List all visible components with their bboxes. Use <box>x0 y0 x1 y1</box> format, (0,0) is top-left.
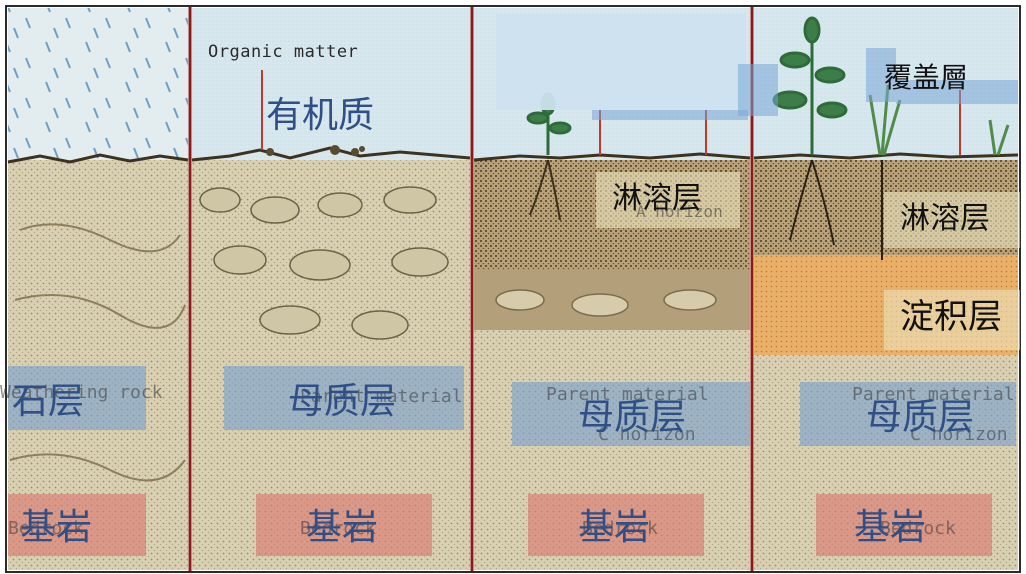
a-horizon-label-en-3: A horizon <box>636 202 723 221</box>
sky-strip-panel-3 <box>592 110 748 120</box>
parent-material-label-zh-3: 母质层 <box>578 397 687 438</box>
organic-matter-label-zh: 有机质 <box>266 95 375 136</box>
leaching-highlight-3 <box>596 172 740 228</box>
cover-layer-label-zh: 覆盖層 <box>884 61 969 94</box>
diagram-border <box>5 5 1021 573</box>
leaching-highlight-4 <box>884 192 1020 248</box>
weathering-rock-label-en: Weathering rock <box>0 382 163 403</box>
parent-material-highlight-4 <box>800 382 1016 446</box>
weathering-rock-label-zh: 石层 <box>12 381 85 422</box>
cover-label-highlight-b <box>896 80 1018 104</box>
bedrock-label-en-2: Bedrock <box>300 518 376 539</box>
cover-label-highlight-a <box>866 48 896 102</box>
parent-material-label-en-2: Parent material <box>300 386 463 407</box>
weathering-rock-highlight <box>8 366 146 430</box>
bedrock-highlight-1 <box>8 494 146 556</box>
bedrock-label-en-3: Bedrock <box>582 518 658 539</box>
sky-mask-panel-3 <box>496 14 746 110</box>
c-horizon-label-en-4: C horizon <box>910 424 1008 445</box>
bedrock-label-en-4: Bedrock <box>880 518 956 539</box>
panel-1-bare-rock <box>7 8 189 570</box>
parent-material-label-en-4: Parent material <box>852 384 1015 405</box>
bedrock-highlight-4 <box>816 494 992 556</box>
panel-2-organic-matter <box>191 8 471 570</box>
bedrock-label-zh-4: 基岩 <box>854 507 927 548</box>
sky-strip-divider <box>738 64 778 116</box>
parent-material-label-en-3: Parent material <box>546 384 709 405</box>
bedrock-label-en-1: Bedrock <box>8 518 84 539</box>
bedrock-label-zh-3: 基岩 <box>578 507 651 548</box>
parent-material-label-zh-4: 母质层 <box>866 397 975 438</box>
deposition-highlight <box>884 290 1020 350</box>
leaching-layer-label-zh-3: 淋溶层 <box>612 181 702 216</box>
c-horizon-label-en-3: C horizon <box>598 424 696 445</box>
bedrock-highlight-3 <box>528 494 704 556</box>
bedrock-label-zh-1: 基岩 <box>20 507 93 548</box>
parent-material-label-zh-2: 母质层 <box>288 381 397 422</box>
bedrock-highlight-2 <box>256 494 432 556</box>
deposition-layer-label-zh: 淀积层 <box>900 297 1002 337</box>
parent-material-highlight-2 <box>224 366 464 430</box>
organic-matter-label-en: Organic matter <box>208 42 359 62</box>
parent-material-highlight-3 <box>512 382 750 446</box>
leaching-layer-label-zh-4: 淋溶层 <box>900 201 990 236</box>
bedrock-label-zh-2: 基岩 <box>306 507 379 548</box>
